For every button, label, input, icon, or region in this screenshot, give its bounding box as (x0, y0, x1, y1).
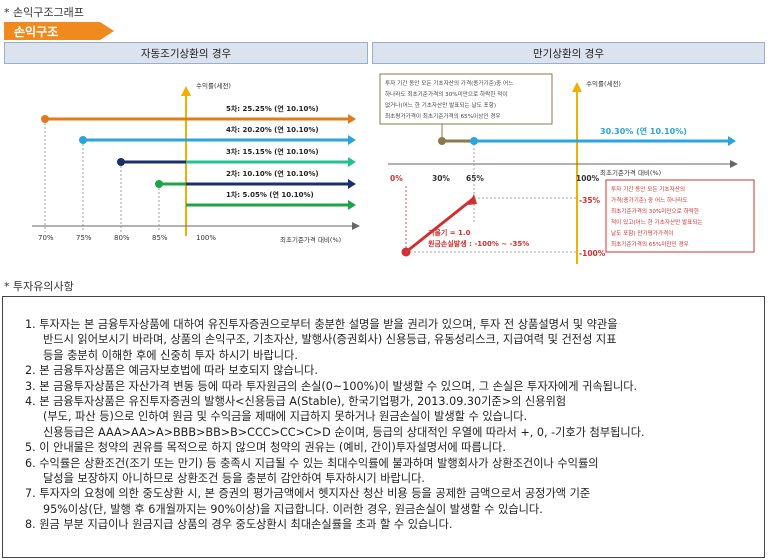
level-1: 1차: 5.05% (연 10.10%) (155, 180, 356, 210)
condition-box-2 (605, 179, 755, 253)
left-y-axis-label: 수익률(세전) (196, 81, 231, 90)
box1-line-2: 하나라도 최초기준가격의 30%미만으로 하락한 적이 (385, 90, 507, 98)
left-y-axis-arrow (181, 86, 191, 96)
box2-line-6: 최초기준가격의 65%미만인 경우 (611, 240, 689, 248)
right-loss-line (405, 196, 475, 254)
left-x-ticks: 70% 75% 80% 85% 100% (38, 234, 216, 242)
note-3-line-1: 3. 본 금융투자상품은 자산가격 변동 등에 따라 투자원금의 손실(0~10… (25, 379, 638, 393)
notes-list: 1. 투자자는 본 금융투자상품에 대하여 유진투자증권으로부터 충분한 설명을… (3, 297, 764, 533)
box2-line-4: 적이 있고(어느 한 기초자산만 발표되는 (611, 218, 703, 226)
section-tag-shape (4, 22, 114, 40)
level-2: 2차: 10.10% (연 10.10%) (117, 158, 356, 189)
note-item-4: 4. 본 금융투자상품은 유진투자증권의 발행사<신용등급 A(Stable),… (25, 394, 754, 440)
left-x-axis-label: 최초기준가격 대비(%) (280, 235, 341, 244)
note-item-7: 7. 투자자의 요청에 의한 중도상환 시, 본 증권의 평가금액에서 헷지자산… (25, 486, 754, 517)
note-7-line-2: 95%이상(단, 발행 후 6개월까지는 90%이상)을 지급합니다. 이러한 … (43, 502, 543, 516)
left-tick-80: 80% (114, 234, 130, 242)
note-item-1: 1. 투자자는 본 금융투자상품에 대하여 유진투자증권으로부터 충분한 설명을… (25, 317, 754, 363)
left-tick-85: 85% (152, 234, 168, 242)
right-tick-neg35: -35% (579, 196, 601, 205)
note-1-line-2: 반드시 읽어보시기 바라며, 상품의 손익구조, 기초자산, 발행사(증권회사)… (43, 333, 617, 347)
level-2-label: 2차: 10.10% (연 10.10%) (226, 169, 319, 178)
note-1-line-3: 등을 충분히 이해한 후에 신중히 투자 하시기 바랍니다. (43, 348, 298, 362)
box2-line-2: 가격(종가기준) 중 어느 하나라도 (611, 196, 688, 204)
right-y-axis-arrow (572, 82, 582, 92)
right-tick-65: 65% (466, 174, 484, 183)
right-tick-0: 0% (390, 174, 403, 183)
right-tick-100: 100% (576, 174, 600, 183)
box1-line-1: 투자 기간 동안 모든 기초자산의 가격(종가기준)중 어느 (385, 79, 513, 87)
note-item-5: 5. 이 안내물은 청약의 권유를 목적으로 하지 않으며 청약의 권유는 (예… (25, 440, 754, 455)
note-2-line-1: 2. 본 금융투자상품은 예금자보호법에 따라 보호되지 않습니다. (25, 364, 318, 378)
note-4-line-3: 신용등급은 AAA>AA>A>BBB>BB>B>CCC>CC>C>D 순이며, … (43, 425, 645, 439)
note-5-line-1: 5. 이 안내물은 청약의 권유를 목적으로 하지 않으며 청약의 권유는 (예… (25, 441, 506, 455)
right-tick-neg100: -100% (579, 249, 606, 258)
note-6-line-2: 달성을 보장하지 아니하므로 상환조건 등을 충분히 감안하여 투자하시기 바랍… (43, 472, 425, 486)
right-y-axis-label: 수익률(세전) (586, 79, 621, 88)
box1-line-3: 없거나(어느 한 기초자산만 발표되는 날도 포함) (385, 101, 496, 109)
note-4-line-1: 4. 본 금융투자상품은 유진투자증권의 발행사<신용등급 A(Stable),… (25, 395, 567, 409)
slope-label: 기울기 = 1.0 (428, 228, 471, 237)
level-3-label: 3차: 15.15% (연 10.10%) (226, 147, 319, 156)
loss-range-label: 원금손실발생 : -100% ~ -35% (428, 239, 529, 248)
condition-box-1 (379, 73, 553, 125)
section-title-investment-notes: * 투자유의사항 (4, 280, 74, 293)
section-tag-label: 손익구조 (14, 25, 59, 39)
left-tick-100: 100% (196, 234, 216, 242)
right-x-axis-arrow (730, 160, 738, 168)
right-x-axis-label: 최초기준가격 대비(%) (600, 168, 661, 177)
note-1-line-1: 1. 투자자는 본 금융투자상품에 대하여 유진투자증권으로부터 충분한 설명을… (25, 318, 618, 331)
right-tick-30: 30% (432, 174, 450, 183)
level-1-label: 1차: 5.05% (연 10.10%) (226, 190, 314, 199)
note-item-8: 8. 원금 부분 지급이나 원금지급 상품의 경우 중도상환시 최대손실률을 초… (25, 517, 754, 532)
note-item-3: 3. 본 금융투자상품은 자산가격 변동 등에 따라 투자원금의 손실(0~10… (25, 379, 754, 394)
note-item-6: 6. 수익률은 상환조건(조기 또는 만기) 등 충족시 지급될 수 있는 최대… (25, 456, 754, 487)
investment-notes-box: 1. 투자자는 본 금융투자상품에 대하여 유진투자증권으로부터 충분한 설명을… (2, 296, 765, 558)
box2-line-5: 날도 포함) 만기평가가격이 (611, 229, 673, 237)
box2-line-1: 투자 기간 동안 모든 기초자산의 (611, 185, 685, 193)
level-4: 4차: 20.20% (연 10.10%) (79, 125, 356, 145)
left-guides (44, 119, 160, 232)
level-4-label: 4차: 20.20% (연 10.10%) (226, 125, 319, 134)
level-3: 3차: 15.15% (연 10.10%) (186, 147, 356, 167)
right-panel-header: 만기상환의 경우 (372, 42, 765, 64)
note-8-line-1: 8. 원금 부분 지급이나 원금지급 상품의 경우 중도상환시 최대손실률을 초… (25, 518, 453, 532)
left-panel-header: 자동조기상환의 경우 (4, 42, 368, 64)
left-x-axis-arrow (352, 222, 360, 230)
note-item-2: 2. 본 금융투자상품은 예금자보호법에 따라 보호되지 않습니다. (25, 363, 754, 378)
note-7-line-1: 7. 투자자의 요청에 의한 중도상환 시, 본 증권의 평가금액에서 헷지자산… (25, 487, 591, 501)
left-tick-75: 75% (76, 234, 92, 242)
note-6-line-1: 6. 수익률은 상환조건(조기 또는 만기) 등 충족시 지급될 수 있는 최대… (25, 456, 599, 470)
note-4-line-2: (부도, 파산 등)으로 인하여 원금 및 수익금을 제때에 지급하지 못하거나… (43, 410, 528, 424)
box1-line-4: 최초평가가격이 최초기준가격의 65%이상인 경우 (385, 112, 501, 120)
right-high-value: 30.30% (연 10.10%) (600, 126, 687, 136)
left-tick-70: 70% (38, 234, 54, 242)
box2-line-3: 최초기준가격의 30%미만으로 하락한 (611, 207, 699, 215)
level-5-label: 5차: 25.25% (연 10.10%) (226, 104, 319, 113)
section-title-profit-structure: * 손익구조그래프 (4, 6, 84, 19)
level-5: 5차: 25.25% (연 10.10%) (41, 104, 356, 124)
profit-structure-chart: 수익률(세전) 최초기준가격 대비(%) 70% 75% 80% 85% 100… (32, 73, 755, 264)
